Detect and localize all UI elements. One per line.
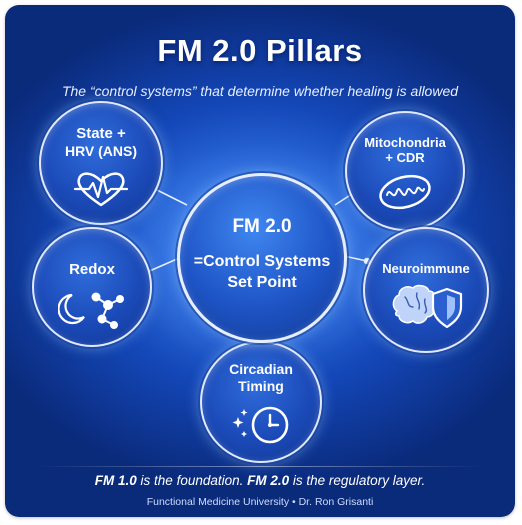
center-subtitle: =Control Systems Set Point [180,252,344,294]
pillar-mito-line2: + CDR [385,150,425,166]
connector-redox [144,258,178,274]
center-line3: Set Point [227,273,297,291]
page-subtitle: The “control systems” that determine whe… [61,83,459,99]
pillar-redox-label: Redox [69,261,115,278]
center-title: FM 2.0 [232,216,292,237]
pillar-neuro-label: Neuroimmune [382,261,470,276]
center-line2: =Control Systems [193,253,331,270]
footer-credit: Functional Medicine University • Dr. Ron… [146,496,374,508]
clock-icon [232,406,289,444]
connector-state [152,187,188,206]
pillar-circadian-line2: Timing [238,377,284,394]
footer-tagline: FM 1.0 is the foundation. FM 2.0 is the … [5,473,515,488]
footer-text2: is the regulatory layer. [289,473,426,488]
pillar-circadian-line1: Circadian [229,361,293,377]
moon-molecule-icon [58,292,124,329]
pillar-neuroimmune: Neuroimmune [363,227,489,353]
footer-fm1: FM 1.0 [94,473,137,488]
infographic-card: FM 2.0 Pillars The “control systems” tha… [5,5,515,517]
page-title: FM 2.0 Pillars [157,33,363,68]
center-node: FM 2.0 =Control Systems Set Point [177,173,347,343]
pillar-state-hrv: State + HRV (ANS) [39,101,163,225]
pillar-circadian-timing: Circadian Timing [200,341,322,463]
brain-shield-icon [392,284,463,329]
pillar-state-line1: State + [76,125,126,142]
pillar-redox: Redox [32,227,152,347]
pillar-state-line2: HRV (ANS) [64,142,138,159]
footer-divider [35,466,485,467]
footer-text1: is the foundation. [136,473,248,488]
pillar-mitochondria-cdr: Mitochondria + CDR [345,111,465,231]
footer-fm2: FM 2.0 [247,473,290,488]
heart-ecg-icon [73,172,129,207]
mitochondria-icon [379,174,431,210]
pillar-mito-line1: Mitochondria [364,135,446,150]
